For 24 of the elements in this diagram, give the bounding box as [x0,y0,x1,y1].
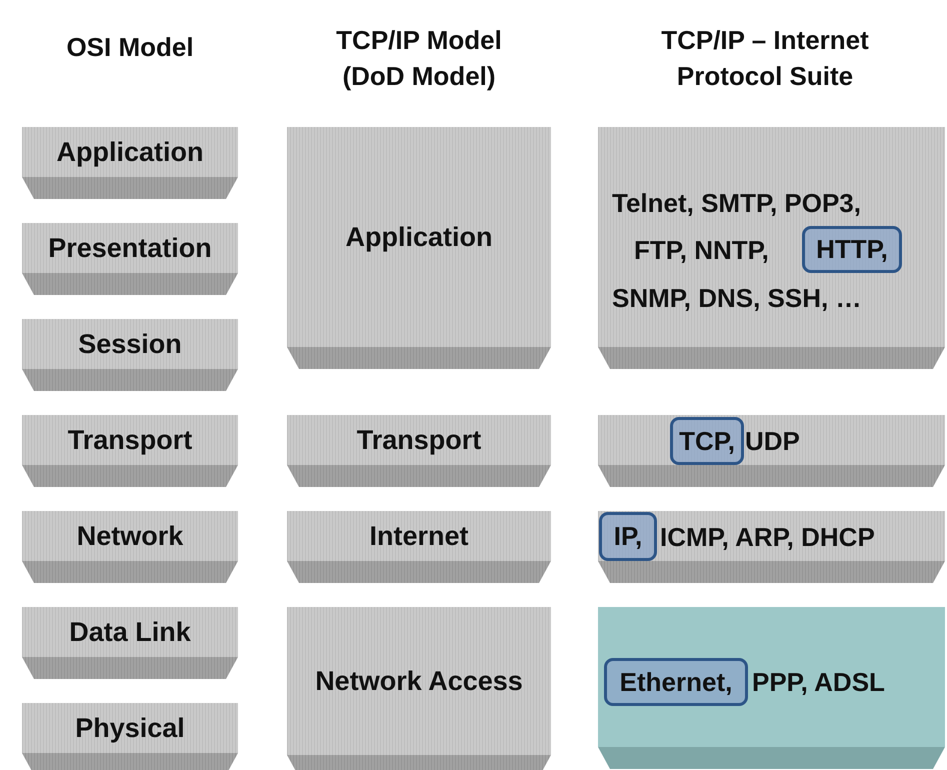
protocol-list: UDP [745,421,800,461]
protocol-list: FTP, NNTP, [634,230,769,270]
protocol-list: Telnet, SMTP, POP3, [612,183,861,223]
protocol-list: SNMP, DNS, SSH, … [612,278,862,318]
column-heading: OSI Model [65,31,195,64]
layer-name: Internet [369,520,468,552]
column-heading: TCP/IP – Internet Protocol Suite [660,24,870,93]
layer-name: Session [78,328,182,360]
highlighted-protocol: TCP, [670,417,744,465]
highlighted-protocol: HTTP, [802,226,902,273]
protocol-list: PPP, ADSL [752,662,885,702]
layer-name: Transport [356,424,482,456]
layer-name: Data Link [69,616,191,648]
layer-name: Physical [75,712,185,744]
highlighted-protocol: IP, [599,512,657,561]
protocol-list: ICMP, ARP, DHCP [660,517,875,557]
layer-name: Application [346,222,492,252]
layer-name: Network Access [315,666,523,696]
layer-name: Presentation [48,232,212,264]
column-heading: TCP/IP Model (DoD Model) [335,24,503,93]
layer-name: Transport [68,424,192,456]
layer-name: Network [76,520,184,552]
highlighted-protocol: Ethernet, [604,658,748,706]
layer-name: Application [56,136,204,168]
